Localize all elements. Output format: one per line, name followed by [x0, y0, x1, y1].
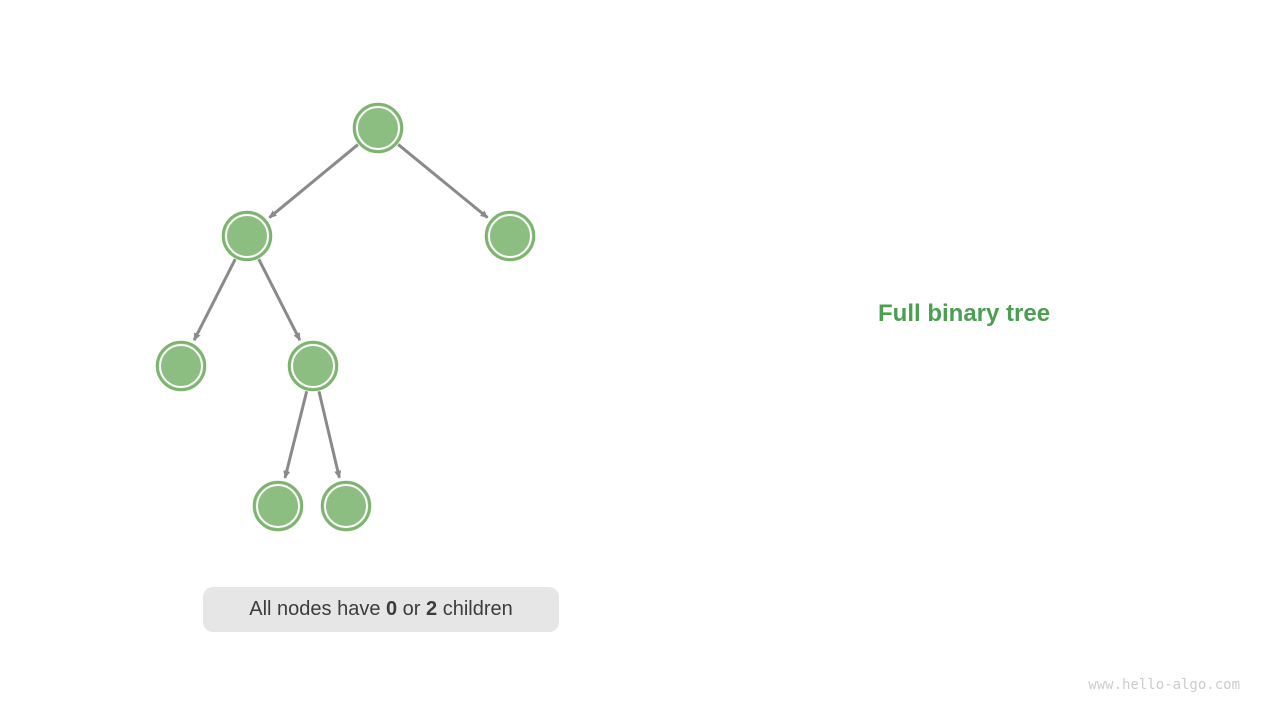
tree-edge	[257, 258, 302, 342]
diagram-title: Full binary tree	[878, 300, 1051, 327]
tree-edge	[283, 390, 309, 479]
tree-node	[252, 480, 304, 532]
tree-node	[352, 102, 404, 154]
tree-nodes	[155, 102, 536, 532]
caption-text-suffix: children	[437, 598, 513, 620]
tree-node	[287, 340, 339, 392]
caption-number-zero: 0	[386, 598, 398, 620]
tree-edge	[192, 258, 237, 342]
tree-node	[155, 340, 207, 392]
tree-edge	[397, 143, 489, 219]
caption-pill: All nodes have 0 or 2 children	[203, 587, 559, 632]
binary-tree-svg	[155, 102, 536, 532]
tree-edge	[268, 143, 359, 219]
tree-node	[484, 210, 536, 262]
tree-edges	[192, 143, 489, 479]
watermark-url: www.hello-algo.com	[1088, 677, 1240, 693]
tree-node	[221, 210, 273, 262]
tree-node	[320, 480, 372, 532]
caption-text-prefix: All nodes have	[249, 598, 386, 620]
caption-number-two: 2	[426, 598, 438, 620]
caption-text-mid: or	[397, 598, 427, 620]
tree-edge	[317, 390, 342, 479]
